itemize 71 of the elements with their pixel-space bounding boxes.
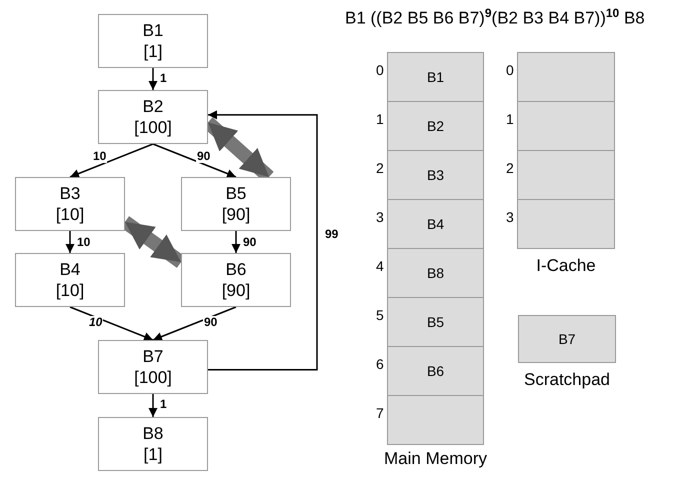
memory-label: Scratchpad bbox=[523, 369, 611, 390]
execution-count: [10] bbox=[56, 280, 84, 301]
memory-slot bbox=[517, 52, 615, 102]
arrow bbox=[232, 231, 240, 253]
block-name: B1 bbox=[142, 20, 164, 41]
arrow bbox=[66, 231, 74, 253]
edge-label: 10 bbox=[88, 316, 104, 329]
index-number: 3 bbox=[376, 209, 384, 225]
memory-slot: B4 bbox=[387, 199, 484, 249]
edge-label: 1 bbox=[159, 72, 168, 85]
execution-count: [100] bbox=[134, 367, 172, 388]
index-number: 6 bbox=[376, 356, 384, 372]
edge-label: 10 bbox=[76, 236, 92, 249]
arrow bbox=[70, 143, 154, 178]
execution-count: [90] bbox=[222, 204, 250, 225]
block-name: B7 bbox=[142, 346, 164, 367]
basic-block-box bbox=[98, 340, 208, 394]
basic-block-box bbox=[98, 417, 208, 471]
memory-slot bbox=[517, 150, 615, 200]
arrow bbox=[208, 110, 318, 370]
memory-block: B7 bbox=[518, 315, 616, 363]
basic-block-box bbox=[181, 177, 291, 231]
arrow bbox=[148, 394, 158, 417]
basic-block-box bbox=[15, 177, 125, 231]
index-number: 0 bbox=[376, 62, 384, 78]
edge-label: 90 bbox=[196, 150, 212, 163]
memory-slot bbox=[517, 101, 615, 151]
index-number: 2 bbox=[376, 160, 384, 176]
edge-label: 90 bbox=[242, 236, 258, 249]
memory-slot: B6 bbox=[387, 346, 484, 396]
edge-label: 99 bbox=[324, 228, 340, 241]
basic-block-box bbox=[15, 253, 125, 307]
index-number: 0 bbox=[506, 62, 514, 78]
memory-slot: B2 bbox=[387, 101, 484, 151]
block-name: B6 bbox=[226, 259, 246, 280]
basic-block-box bbox=[98, 14, 208, 68]
index-number: 3 bbox=[506, 209, 514, 225]
memory-slot: B3 bbox=[387, 150, 484, 200]
arrow bbox=[148, 68, 158, 90]
execution-count: [1] bbox=[144, 444, 162, 465]
index-number: 7 bbox=[376, 405, 384, 421]
edge-label: 90 bbox=[203, 316, 218, 329]
edge-label: 1 bbox=[159, 398, 168, 411]
index-number: 1 bbox=[376, 111, 384, 127]
arrow bbox=[152, 143, 236, 178]
memory-slot: B5 bbox=[387, 297, 484, 347]
execution-count: [10] bbox=[56, 204, 84, 225]
block-name: B8 bbox=[142, 423, 164, 444]
memory-slot bbox=[387, 395, 484, 445]
execution-count: [1] bbox=[144, 41, 162, 62]
memory-slot: B1 bbox=[387, 52, 484, 102]
index-number: 5 bbox=[376, 307, 384, 323]
block-name: B5 bbox=[226, 183, 246, 204]
edge-label: 10 bbox=[92, 150, 108, 163]
memory-slot bbox=[517, 199, 615, 249]
index-number: 2 bbox=[506, 160, 514, 176]
index-number: 4 bbox=[376, 258, 384, 274]
basic-block-box bbox=[181, 253, 291, 307]
block-name: B2 bbox=[142, 96, 164, 117]
execution-count: [90] bbox=[222, 280, 250, 301]
index-number: 1 bbox=[506, 111, 514, 127]
block-name: B4 bbox=[60, 259, 80, 280]
execution-count: [100] bbox=[134, 117, 172, 138]
basic-block-box bbox=[98, 90, 208, 144]
memory-slot: B8 bbox=[387, 248, 484, 298]
title: B1 ((B2 B5 B6 B7)$^{9}$(B2 B3 B4 B7))$^{10}$ B8 bbox=[345, 6, 645, 29]
memory-label: I-Cache bbox=[535, 255, 597, 276]
memory-label: Main Memory bbox=[383, 448, 488, 469]
arrow bbox=[70, 306, 154, 341]
block-name: B3 bbox=[60, 183, 80, 204]
arrow bbox=[152, 306, 236, 341]
